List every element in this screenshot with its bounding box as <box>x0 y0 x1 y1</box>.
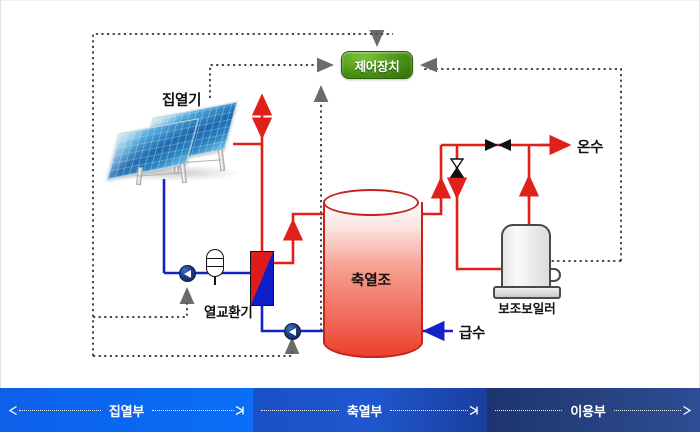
legend-arrow-left-icon <box>8 405 17 415</box>
legend-segment-storage: 축열부 <box>253 388 487 432</box>
legend-arrow-right-icon <box>683 405 692 415</box>
valve-hot-water-icon[interactable] <box>485 139 511 151</box>
legend-cross-icon-1 <box>235 405 245 415</box>
storage-tank-body <box>323 202 423 358</box>
expansion-tank-stem <box>214 277 216 285</box>
auxiliary-boiler-label: 보조보일러 <box>498 302 556 316</box>
auxiliary-boiler-base <box>493 286 561 299</box>
heat-exchanger-icon <box>250 251 274 306</box>
storage-tank-top-ellipse <box>323 189 419 216</box>
pump-storage-loop-icon[interactable] <box>284 323 301 340</box>
pump-collector-loop-icon[interactable] <box>179 265 196 282</box>
diagram-canvas: 집열기 열교환기 온수 급수 제어장치 축열조 보조보일러 <box>0 0 700 388</box>
auxiliary-boiler-body <box>501 224 551 292</box>
controller-box[interactable]: 제어장치 <box>341 51 413 79</box>
pipe-hx-cold-to-tank <box>260 306 323 333</box>
legend-label-storage: 축열부 <box>346 403 383 419</box>
control-signal-from-boiler <box>420 57 622 261</box>
legend-label-collection: 집열부 <box>108 403 145 419</box>
control-signal-pump-branch-a <box>93 301 188 318</box>
controller-label: 제어장치 <box>354 59 400 74</box>
control-signal-from-collector <box>209 57 334 98</box>
legend-label-utilization: 이용부 <box>570 403 606 419</box>
hot-water-label: 온수 <box>577 140 604 156</box>
solar-collector-array <box>106 101 239 186</box>
auxiliary-boiler-handle <box>549 268 561 282</box>
expansion-tank-icon <box>206 249 224 277</box>
expansion-tank-line-2 <box>207 266 223 267</box>
legend-dash-right-3 <box>613 409 681 411</box>
feed-water-label: 급수 <box>459 326 486 342</box>
legend-segment-collection: 집열부 <box>0 388 253 432</box>
valve-mixing-icon[interactable] <box>449 158 465 178</box>
pipe-hx-to-tank <box>274 212 323 265</box>
legend-segment-utilization: 이용부 <box>487 388 700 432</box>
heat-exchanger-label: 열교환기 <box>204 305 253 320</box>
legend-dash-left-3 <box>495 409 563 411</box>
control-signal-pump-branch-b <box>93 349 293 357</box>
stage-legend-bar: 집열부 축열부 이용부 <box>0 388 700 432</box>
legend-dash-right-1 <box>152 409 234 411</box>
pipe-to-boiler-inlet <box>455 193 501 271</box>
expansion-tank-line-1 <box>207 258 223 259</box>
storage-tank-label: 축열조 <box>350 273 392 289</box>
legend-dash-left-2 <box>261 409 339 411</box>
legend-dash-right-2 <box>390 409 468 411</box>
collector-label: 집열기 <box>162 93 202 109</box>
legend-dash-left-1 <box>19 409 101 411</box>
legend-cross-icon-2 <box>469 405 479 415</box>
control-signal-outer-loop <box>92 33 353 356</box>
